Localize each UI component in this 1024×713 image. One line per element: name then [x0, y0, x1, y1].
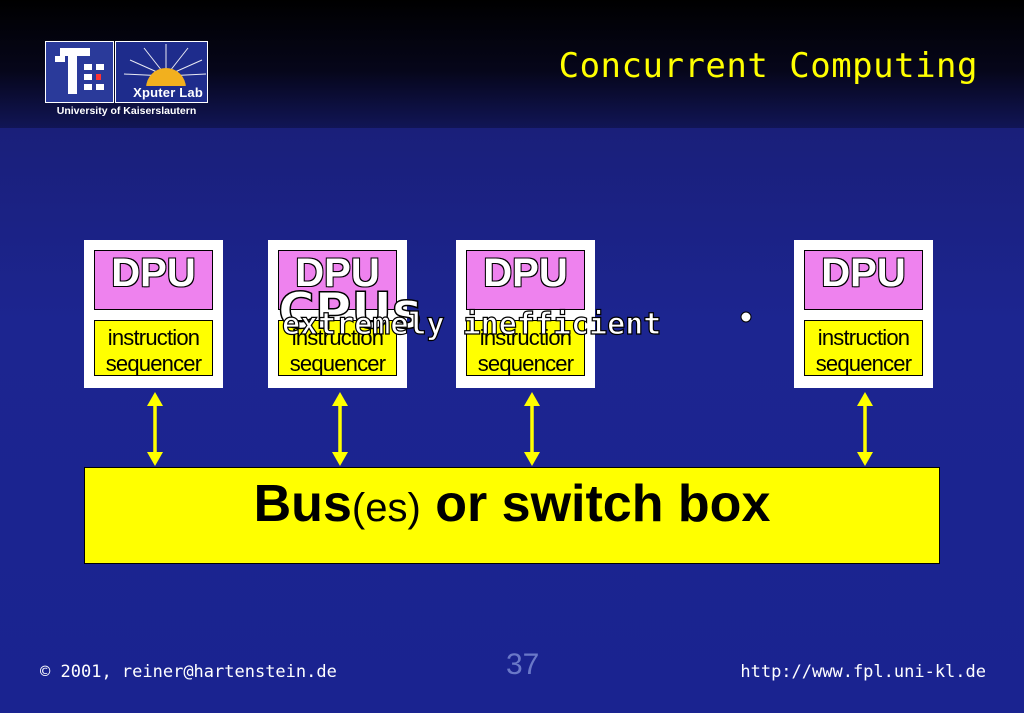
- sequencer-label-line1: instruction: [291, 325, 384, 350]
- overlay-inefficient-text: extremely inefficient: [282, 307, 661, 342]
- switch-box-label: or switch box: [420, 475, 771, 533]
- bidirectional-arrow-icon: [147, 392, 163, 466]
- processing-unit-1: DPU instruction sequencer: [84, 240, 223, 388]
- bus-plural-label: (es): [351, 486, 421, 530]
- footer-url: http://www.fpl.uni-kl.de: [740, 662, 986, 682]
- bullet-dot-icon: [740, 311, 752, 323]
- slide-title: Concurrent Computing: [558, 46, 978, 86]
- bus-switch-box: Bus(es) or switch box: [84, 467, 940, 564]
- dpu-box: DPU: [804, 250, 923, 310]
- bidirectional-arrow-icon: [332, 392, 348, 466]
- copyright-symbol: ©: [40, 662, 51, 682]
- sequencer-label-line1: instruction: [817, 325, 910, 350]
- dpu-box: DPU: [466, 250, 585, 310]
- instruction-sequencer-box: instruction sequencer: [94, 320, 213, 376]
- page-number: 37: [506, 648, 540, 681]
- sequencer-label-line2: sequencer: [289, 351, 386, 376]
- sequencer-label-line2: sequencer: [105, 351, 202, 376]
- sequencer-label-line1: instruction: [479, 325, 572, 350]
- footer-copyright: © 2001, reiner@hartenstein.de: [40, 662, 337, 682]
- university-emblem-icon: [45, 41, 114, 103]
- processing-unit-3: DPU instruction sequencer: [456, 240, 595, 388]
- processing-unit-4: DPU instruction sequencer: [794, 240, 933, 388]
- bidirectional-arrow-icon: [524, 392, 540, 466]
- sequencer-label-line1: instruction: [107, 325, 200, 350]
- instruction-sequencer-box: instruction sequencer: [466, 320, 585, 376]
- sequencer-label-line2: sequencer: [477, 351, 574, 376]
- footer-year-email: 2001, reiner@hartenstein.de: [60, 662, 337, 682]
- logo-university-name: University of Kaiserslautern: [56, 105, 197, 117]
- instruction-sequencer-box: instruction sequencer: [804, 320, 923, 376]
- overlay-cpus-text: CPUs: [278, 282, 422, 340]
- sequencer-label-line2: sequencer: [815, 351, 912, 376]
- overlay-annotation: CPUs extremely inefficient: [277, 281, 752, 343]
- logo-lab-name: Xputer Lab: [133, 85, 203, 100]
- sunrise-icon: Xputer Lab: [115, 41, 208, 103]
- instruction-sequencer-box: instruction sequencer: [278, 320, 397, 376]
- processing-unit-2: DPU instruction sequencer: [268, 240, 407, 388]
- xputer-lab-logo: Xputer Lab University of Kaiserslautern: [45, 41, 208, 121]
- bus-label: Bus: [253, 475, 352, 533]
- dpu-box: DPU: [94, 250, 213, 310]
- dpu-box: DPU: [278, 250, 397, 310]
- bidirectional-arrow-icon: [857, 392, 873, 466]
